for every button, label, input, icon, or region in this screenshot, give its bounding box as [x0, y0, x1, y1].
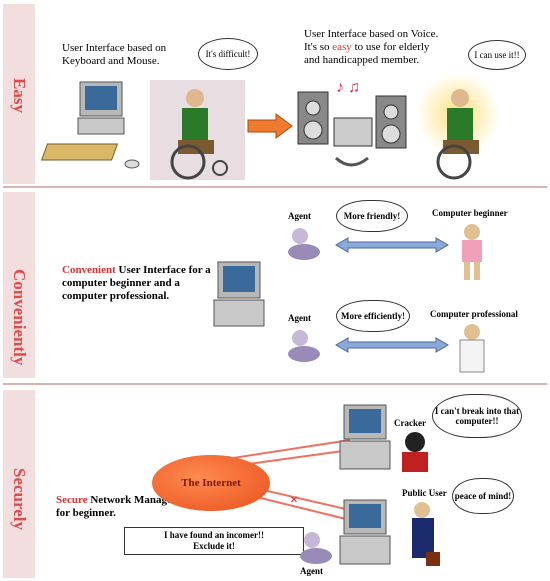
internet-label: The Internet: [181, 477, 241, 489]
convenient-text-rest: User Interface for a computer beginner a…: [62, 264, 211, 302]
central-computer-illustration: [213, 261, 265, 327]
incomer-note-line-2: Exclude it!: [193, 541, 235, 551]
section-band-securely: Securely: [3, 390, 35, 578]
voice-text-part: to use for elderly: [351, 41, 430, 53]
cracker-cloud: I can't break into that computer!!: [432, 394, 522, 438]
voice-ui-line-1: User Interface based on Voice.: [304, 28, 439, 40]
computer-keyboard-illustration: [40, 81, 140, 169]
voice-text-easy: easy: [332, 41, 352, 53]
secure-keyword: Secure: [56, 494, 88, 506]
divider: [3, 186, 547, 188]
double-arrow-friendly: [335, 237, 449, 253]
right-arrow-icon: [247, 113, 293, 139]
agent-label: Agent: [300, 566, 323, 576]
keyboard-ui-text: User Interface based on Keyboard and Mou…: [62, 42, 167, 67]
svg-text:♪ ♫: ♪ ♫: [336, 79, 360, 96]
section-label-conveniently: Conveniently: [10, 269, 29, 366]
friendly-cloud: More friendly!: [336, 200, 408, 232]
incomer-alert-note: I have found an incomer!! Exclude it!: [124, 527, 304, 555]
computer-beginner-label: Computer beginner: [432, 208, 508, 218]
voice-text-part: It's so: [304, 41, 333, 53]
svg-text:×: ×: [290, 493, 298, 508]
convenient-keyword: Convenient: [62, 264, 116, 276]
agent-figure: [288, 228, 320, 260]
internet-ellipse: The Internet: [152, 455, 270, 511]
speakers-illustration: ♪ ♫: [297, 79, 407, 167]
agent-figure: [300, 532, 332, 564]
cracker-computer: [339, 404, 391, 470]
cracker-figure: [402, 432, 428, 472]
convenient-ui-text: Convenient User Interface for a computer…: [62, 264, 212, 303]
professional-doctor-figure: [459, 324, 485, 373]
peace-of-mind-cloud: peace of mind!: [452, 478, 514, 514]
section-label-securely: Securely: [10, 468, 29, 531]
incomer-note-line-1: I have found an incomer!!: [163, 530, 264, 540]
efficiently-cloud: More efficiently!: [336, 300, 410, 332]
beginner-child-figure: [462, 224, 482, 280]
voice-ui-text: User Interface based on Voice. It's so e…: [304, 28, 484, 67]
difficult-speech-bubble: It's difficult!: [198, 38, 258, 70]
voice-ui-line-3: and handicapped member.: [304, 54, 420, 66]
public-user-figure: [412, 502, 440, 566]
voice-ui-line-2: It's so easy to use for elderly: [304, 41, 484, 54]
network-lines: ×: [219, 439, 351, 521]
public-user-label: Public User: [402, 488, 447, 498]
section-label-easy: Easy: [10, 78, 29, 113]
public-user-computer: [339, 499, 391, 565]
section-band-easy: Easy: [3, 4, 35, 184]
double-arrow-efficiently: [335, 337, 449, 353]
divider: [3, 383, 547, 385]
can-use-speech-bubble: I can use it!!: [468, 40, 526, 70]
agent-label: Agent: [288, 211, 311, 221]
cracker-label: Cracker: [394, 418, 426, 428]
elderly-wheelchair-figure: [150, 80, 245, 180]
happy-elderly-figure: [416, 72, 500, 180]
agent-label: Agent: [288, 313, 311, 323]
agent-figure: [288, 330, 320, 362]
section-band-conveniently: Conveniently: [3, 192, 35, 378]
computer-professional-label: Computer professional: [430, 309, 518, 319]
